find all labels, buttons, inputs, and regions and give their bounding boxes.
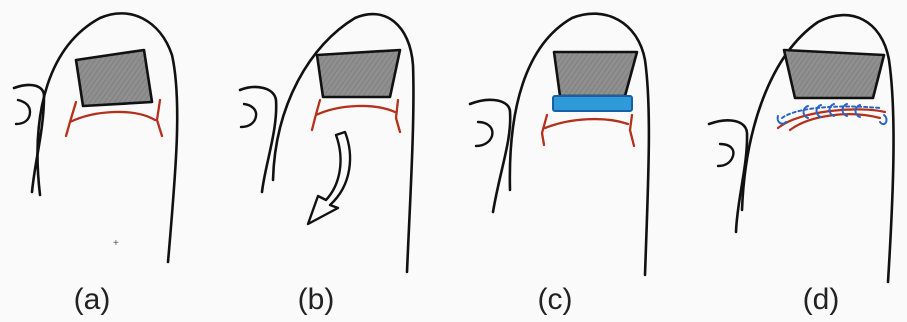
downward-arrow — [308, 132, 350, 224]
nail-plate — [554, 52, 637, 96]
panel-label-b: (b) — [276, 283, 356, 317]
panel-label-a: (a) — [52, 283, 132, 317]
incision-line — [542, 115, 634, 146]
nail-plate — [317, 50, 400, 97]
panel-a: + — [14, 13, 177, 262]
nail-plate — [76, 50, 152, 106]
ear-outline — [709, 120, 747, 232]
ear-inner-curve — [718, 144, 733, 166]
incision-line — [312, 100, 400, 132]
panel-label-d: (d) — [781, 283, 861, 317]
graft-block — [553, 96, 632, 111]
panel-b — [240, 14, 413, 272]
finger-outline — [38, 13, 178, 262]
ear-inner-curve — [16, 100, 30, 124]
panel-c — [470, 14, 649, 275]
ear-inner-curve — [241, 104, 256, 127]
ear-outline — [240, 87, 276, 192]
ear-outline — [470, 100, 510, 212]
stray-mark: + — [113, 238, 119, 249]
nail-plate — [784, 50, 884, 98]
panel-d — [709, 15, 894, 282]
panel-label-c: (c) — [515, 283, 595, 317]
ear-inner-curve — [476, 122, 492, 146]
